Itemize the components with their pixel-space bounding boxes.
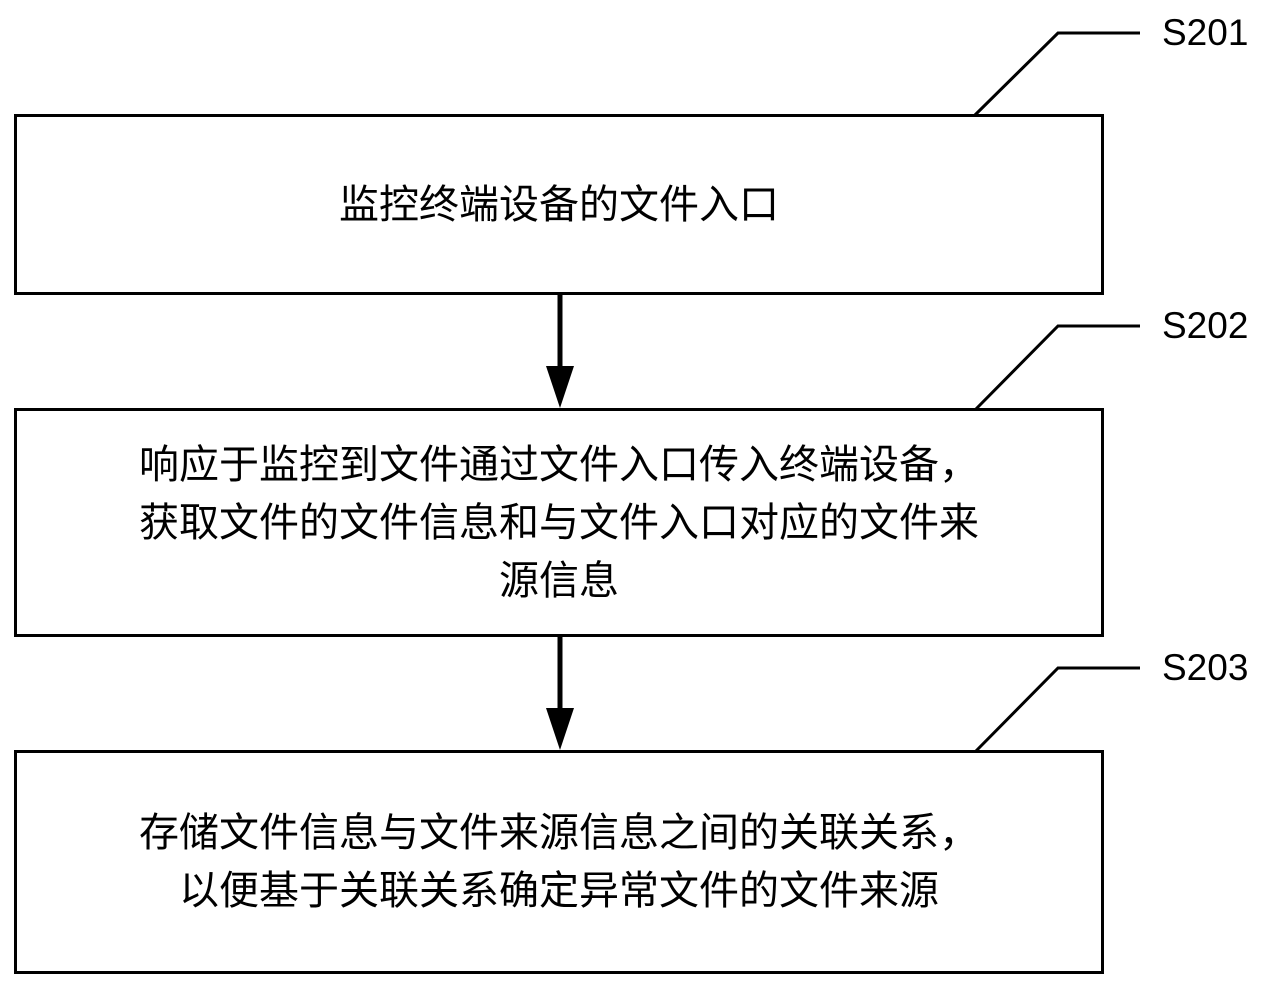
step-label-s203: S203 (1162, 647, 1249, 688)
step-text-s203: 存储文件信息与文件来源信息之间的关联关系， 以便基于关联关系确定异常文件的文件来… (139, 810, 979, 914)
leader-line-s201 (973, 31, 1140, 117)
step-text-s201: 监控终端设备的文件入口 (339, 181, 779, 228)
step-label-s202: S202 (1162, 305, 1249, 346)
step-label-s201: S201 (1162, 12, 1249, 53)
step-box-s203: 存储文件信息与文件来源信息之间的关联关系， 以便基于关联关系确定异常文件的文件来… (14, 750, 1104, 974)
step-text-s202: 响应于监控到文件通过文件入口传入终端设备， 获取文件的文件信息和与文件入口对应的… (139, 441, 979, 604)
step-box-s201: 监控终端设备的文件入口 (14, 114, 1104, 295)
leader-line-s203 (973, 666, 1140, 754)
leader-line-s202 (973, 324, 1140, 412)
arrow-head-1 (546, 366, 574, 408)
arrow-head-2 (546, 708, 574, 750)
step-box-s202: 响应于监控到文件通过文件入口传入终端设备， 获取文件的文件信息和与文件入口对应的… (14, 408, 1104, 637)
